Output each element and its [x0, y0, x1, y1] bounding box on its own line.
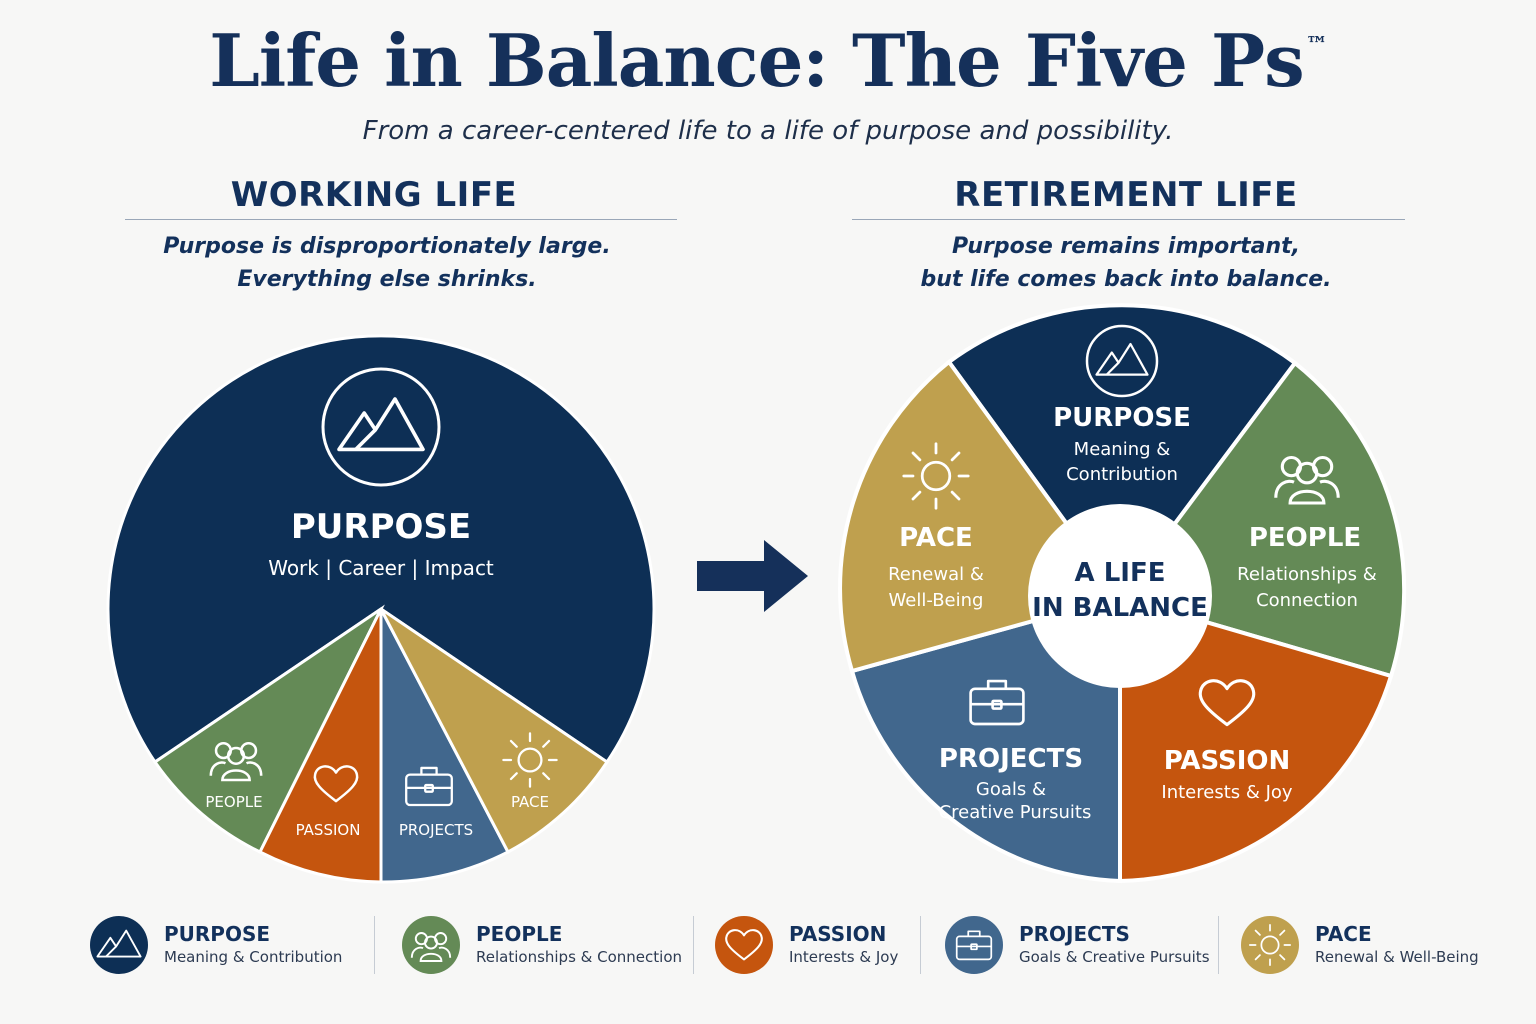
- balance-center-line2: IN BALANCE: [1032, 593, 1208, 623]
- sun-icon: [1248, 923, 1292, 967]
- working-purpose-sub: Work | Career | Impact: [268, 556, 494, 580]
- working-pace-slice: [379, 607, 610, 855]
- retirement-purpose-title: PURPOSE: [1053, 403, 1191, 433]
- retirement-life-rule: [852, 219, 1405, 220]
- working-projects-slice: [379, 608, 511, 884]
- retirement-life-note: Purpose remains important, but life come…: [850, 230, 1402, 296]
- retirement-projects-sub2: Creative Pursuits: [939, 802, 1092, 823]
- working-life-pie: PURPOSE Work | Career | Impact PEOPLE PA…: [106, 334, 656, 884]
- working-passion-label: PASSION: [296, 821, 361, 839]
- legend-people-sub: Relationships & Connection: [476, 948, 683, 966]
- retirement-pace-title: PACE: [899, 523, 973, 553]
- retirement-purpose-segment: [946, 303, 1298, 601]
- legend-divider: [920, 916, 921, 974]
- working-life-note: Purpose is disproportionately large. Eve…: [111, 230, 663, 296]
- mountain-icon: [96, 929, 142, 958]
- retirement-projects-segment: [849, 594, 1122, 884]
- working-purpose-icon-ring: [321, 367, 441, 487]
- legend-divider: [374, 916, 375, 974]
- working-pace-label: PACE: [511, 793, 549, 811]
- working-life-heading: WORKING LIFE: [230, 175, 518, 215]
- retirement-purpose-sub1: Meaning &: [1074, 439, 1171, 460]
- balance-center: [1028, 504, 1212, 688]
- legend-purpose-sub: Meaning & Contribution: [164, 948, 343, 966]
- retirement-passion-title: PASSION: [1164, 746, 1291, 776]
- legend-divider: [1218, 916, 1219, 974]
- working-purpose-title: PURPOSE: [291, 507, 471, 547]
- briefcase-icon: [955, 930, 993, 961]
- working-life-note-line2: Everything else shrinks.: [237, 267, 537, 292]
- people-icon: [410, 932, 452, 962]
- legend-pace-sub: Renewal & Well-Being: [1315, 948, 1479, 966]
- balance-center-line1: A LIFE: [1075, 558, 1166, 588]
- trademark-mark: ™: [1305, 32, 1328, 58]
- legend-pace-badge: [1241, 916, 1299, 974]
- legend-passion-badge: [715, 916, 773, 974]
- legend-divider: [693, 916, 694, 974]
- retirement-passion-segment: [1118, 594, 1394, 884]
- working-people-label: PEOPLE: [205, 793, 262, 811]
- legend: PURPOSE Meaning & Contribution PEOPLE Re…: [90, 910, 1490, 980]
- working-life-rule: [125, 219, 677, 220]
- legend-pace-title: PACE: [1315, 922, 1372, 946]
- retirement-purpose-icon-ring: [1085, 324, 1159, 398]
- retirement-people-sub2: Connection: [1256, 590, 1358, 611]
- legend-projects-sub: Goals & Creative Pursuits: [1019, 948, 1210, 966]
- legend-projects-badge: [945, 916, 1003, 974]
- legend-purpose-title: PURPOSE: [164, 922, 271, 946]
- page-title: Life in Balance: The Five Ps™: [209, 18, 1328, 103]
- legend-people-badge: [402, 916, 460, 974]
- retirement-passion-sub1: Interests & Joy: [1161, 782, 1293, 803]
- retirement-people-title: PEOPLE: [1249, 523, 1361, 553]
- retirement-life-wheel: A LIFE IN BALANCE PURPOSE Meaning & Cont…: [838, 303, 1407, 884]
- legend-projects-title: PROJECTS: [1019, 922, 1130, 946]
- legend-passion-title: PASSION: [789, 922, 887, 946]
- legend-purpose-badge: [90, 916, 148, 974]
- retirement-life-note-line1: Purpose remains important,: [952, 234, 1300, 259]
- arrow-right-icon: [697, 540, 808, 612]
- retirement-life-heading: RETIREMENT LIFE: [954, 175, 1298, 215]
- working-passion-slice: [257, 608, 383, 884]
- retirement-life-note-line2: but life comes back into balance.: [920, 267, 1332, 292]
- working-life-note-line1: Purpose is disproportionately large.: [163, 234, 611, 259]
- legend-passion-sub: Interests & Joy: [789, 948, 899, 966]
- heart-icon: [725, 929, 763, 961]
- page-subtitle: From a career-centered life to a life of…: [362, 116, 1174, 146]
- working-people-slice: [152, 604, 385, 854]
- retirement-people-sub1: Relationships &: [1237, 564, 1377, 585]
- retirement-projects-sub1: Goals &: [976, 779, 1046, 800]
- working-purpose-slice: [106, 334, 656, 765]
- working-projects-label: PROJECTS: [399, 821, 473, 839]
- retirement-pace-sub1: Renewal &: [888, 564, 984, 585]
- retirement-purpose-sub2: Contribution: [1066, 464, 1178, 485]
- retirement-projects-title: PROJECTS: [939, 744, 1083, 774]
- retirement-pace-sub2: Well-Being: [889, 590, 984, 611]
- legend-people-title: PEOPLE: [476, 922, 563, 946]
